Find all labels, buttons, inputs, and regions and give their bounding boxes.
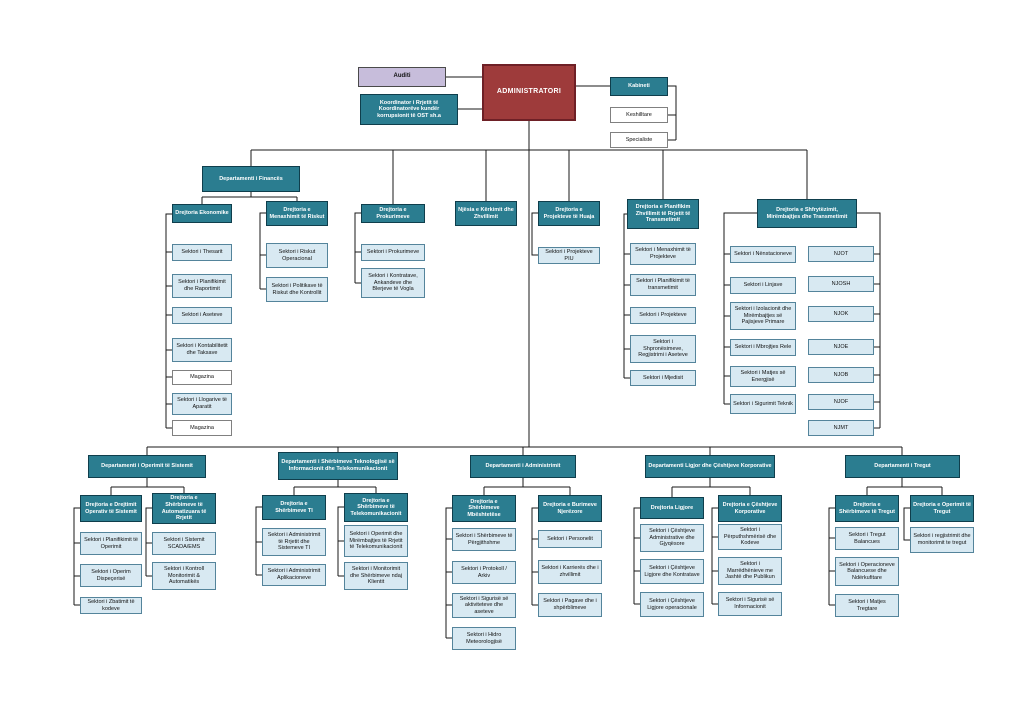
box-drejtoria-ceshtjeve-korporative: Drejtoria e Çështjeve Korporative [718, 495, 782, 522]
box-sektori-zbatimit-kodeve: Sektori i Zbatimit të kodeve [80, 597, 142, 614]
box-drejtoria-shfrytezimit: Drejtoria e Shfrytëzimit, Mirëmbajtjes d… [757, 199, 857, 228]
box-sektori-operimit-mirembajtjes-telekom: Sektori i Operimit dhe Mirëmbajtjes të R… [344, 525, 408, 557]
box-sektori-llogarive-aparatit: Sektori i Llogarive të Aparatit [172, 393, 232, 415]
box-sektori-hidro-meteorologjise: Sektori i Hidro Meteorologjisë [452, 627, 516, 650]
box-drejtoria-projekteve-huaja: Drejtoria e Projekteve të Huaja [538, 201, 600, 226]
box-sektori-prokurimeve: Sektori i Prokurimeve [361, 244, 425, 261]
box-sektori-mjedisit: Sektori i Mjedisit [630, 370, 696, 386]
box-sektori-thesarit: Sektori i Thesarit [172, 244, 232, 261]
box-sektori-kontroll-monitorimit: Sektori i Kontroll Monitorimit & Automat… [152, 562, 216, 590]
box-departamenti-operimit-sistemit: Departamenti i Operimit të Sistemit [88, 455, 206, 478]
box-sektori-izolacionit: Sektori i Izolacionit dhe Mirëmbajtjes s… [730, 302, 796, 330]
box-sektori-riskut-operacional: Sektori i Riskut Operacional [266, 243, 328, 268]
box-kabineti: Kabineti [610, 77, 668, 96]
box-drejtoria-sherbimeve-tregut: Drejtoria e Shërbimeve të Tregut [835, 495, 899, 522]
box-sektori-monitorimit-klientit: Sektori i Monitorimit dhe Shërbimeve nda… [344, 562, 408, 590]
box-njesia-kerkimit-zhvillimit: Njësia e Kërkimit dhe Zhvillimit [455, 201, 517, 226]
box-drejtoria-sherbimeve-ti: Drejtoria e Shërbimeve TI [262, 495, 326, 520]
box-magazina-2: Magazina [172, 420, 232, 436]
box-sektori-tregut-balancues: Sektori i Tregut Balancues [835, 527, 899, 550]
box-sektori-perputhshmerise: Sektori i Përputhshmërisë dhe Kodeve [718, 524, 782, 550]
box-sektori-shpronesimeve: Sektori i Shpronësimeve, Regjistrimi i A… [630, 335, 696, 363]
box-sektori-sigurise-informacionit: Sektori i Sigurisë së Informacionit [718, 592, 782, 616]
box-sektori-matjes-energjise: Sektori i Matjes së Energjisë [730, 366, 796, 387]
box-drejtoria-prokurimeve: Drejtoria e Prokurimeve [361, 204, 425, 223]
box-magazina-1: Magazina [172, 370, 232, 385]
box-njoe: NJOE [808, 339, 874, 355]
box-njok: NJOK [808, 306, 874, 322]
box-sektori-protokoll-arkiv: Sektori i Protokoll / Arkiv [452, 561, 516, 584]
box-sektori-mbrojtjes-rele: Sektori i Mbrojtjes Rele [730, 339, 796, 356]
box-sektori-kontabilitetit-taksave: Sektori i Kontabilitetit dhe Taksave [172, 338, 232, 362]
box-drejtoria-ekonomike: Drejtoria Ekonomike [172, 204, 232, 223]
box-sektori-operacioneve-balancuese: Sektori i Operacioneve Balancuese dhe Nd… [835, 557, 899, 586]
box-sektori-karrieres: Sektori i Karrierës dhe i zhvillimit [538, 560, 602, 584]
box-sektori-pagave: Sektori i Pagave dhe i shpërblimeve [538, 593, 602, 617]
box-sektori-administrimit-rrjetit-ti: Sektori i Administrimit të Rrjetit dhe S… [262, 528, 326, 556]
box-njosh: NJOSH [808, 276, 874, 292]
box-sektori-ceshtjeve-ligjore-operacionale: Sektori i Çështjeve Ligjore operacionale [640, 592, 704, 617]
box-sektori-planifikimit-operimit: Sektori i Planifikimit të Operimit [80, 532, 142, 555]
box-njof: NJOF [808, 394, 874, 410]
box-njmt: NJMT [808, 420, 874, 436]
box-sektori-scada-ems: Sektori i Sistemit SCADA/EMS [152, 532, 216, 555]
box-departamenti-tregut: Departamenti i Tregut [845, 455, 960, 478]
box-njob: NJOB [808, 367, 874, 383]
box-sektori-operim-dispecerise: Sektori i Operim Dispeçerisë [80, 564, 142, 587]
box-sektori-marredhenieve: Sektori i Marrëdhënieve me Jashtë dhe Pu… [718, 557, 782, 585]
box-departamenti-finances: Departamenti i Financës [202, 166, 300, 192]
box-sektori-planifikimit-raportimit: Sektori i Planifikimit dhe Raportimit [172, 274, 232, 298]
box-auditi: Auditi [358, 67, 446, 87]
box-departamenti-teknologjise: Departamenti i Shërbimeve Teknologjisë s… [278, 452, 398, 480]
box-drejtoria-operativ-sistemit: Drejtoria e Drejtimit Operativ të Sistem… [80, 495, 142, 522]
box-drejtoria-burimeve-njerezore: Drejtoria e Burimeve Njerëzore [538, 495, 602, 522]
box-specialiste: Specialiste [610, 132, 668, 148]
box-sektori-personelit: Sektori i Personelit [538, 530, 602, 548]
box-drejtoria-automatizuara: Drejtoria e Shërbimeve të Automatizuara … [152, 493, 216, 524]
box-sektori-pergjithshme: Sektori i Shërbimeve të Përgjithshme [452, 528, 516, 551]
box-departamenti-ligjor: Departamenti Ligjor dhe Çështjeve Korpor… [645, 455, 775, 478]
box-sektori-planifikimit-transmetimit: Sektori i Planifikimit të transmetimit [630, 274, 696, 296]
box-drejtoria-telekomunikacionit: Drejtoria e Shërbimeve të Telekomunikaci… [344, 493, 408, 522]
box-sektori-linjave: Sektori i Linjave [730, 277, 796, 294]
box-sektori-projekteve: Sektori i Projekteve [630, 307, 696, 324]
box-sektori-administrimit-aplikacioneve: Sektori i Administrimit Aplikacioneve [262, 564, 326, 586]
box-sektori-sigurimit-teknik: Sektori i Sigurimit Teknik [730, 394, 796, 414]
box-drejtoria-planifikim-zhvillimit: Drejtoria e Planifikim Zhvillimit të Rrj… [627, 199, 699, 229]
box-sektori-ceshtjeve-administrative: Sektori i Çështjeve Administrative dhe G… [640, 524, 704, 552]
box-njot: NJOT [808, 246, 874, 262]
box-drejtoria-operimit-tregut: Drejtoria e Operimit të Tregut [910, 495, 974, 522]
box-drejtoria-mbeshtetese: Drejtoria e Shërbimeve Mbështetëse [452, 495, 516, 522]
box-sektori-nenstacioneve: Sektori i Nënstacioneve [730, 246, 796, 263]
box-sektori-ceshtjeve-ligjore-kontratave: Sektori i Çështjeve Ligjore dhe Kontrata… [640, 559, 704, 584]
box-drejtoria-menaxhimit-riskut: Drejtoria e Menaxhimit të Riskut [266, 201, 328, 226]
box-sektori-matjes-tregtare: Sektori i Matjes Tregtare [835, 594, 899, 617]
box-sektori-menaxhimit-projekteve: Sektori i Menaxhimit të Projekteve [630, 243, 696, 265]
box-sektori-politikave-riskut: Sektori i Politikave të Riskut dhe Kontr… [266, 277, 328, 302]
box-departamenti-administrimit: Departamenti i Administrimit [470, 455, 576, 478]
box-drejtoria-ligjore: Drejtoria Ligjore [640, 497, 704, 519]
box-administratori: ADMINISTRATORI [482, 64, 576, 121]
box-sektori-kontratave-ankandeve: Sektori i Kontratave, Ankandeve dhe Bler… [361, 268, 425, 298]
box-sektori-sigurise-aktiviteteve: Sektori i Sigurisë së aktiviteteve dhe a… [452, 593, 516, 618]
box-keshilltare: Keshilltare [610, 107, 668, 123]
box-sektori-aseteve: Sektori i Aseteve [172, 307, 232, 324]
box-sektori-projekteve-piu: Sektori i Projekteve PIU [538, 247, 600, 264]
box-sektori-regjistrimit-tregut: Sektori i regjistrimit dhe monitorimit t… [910, 527, 974, 553]
box-koordinator-antikorrupsion: Koordinator i Rrjetit të Koordinatorëve … [360, 94, 458, 125]
